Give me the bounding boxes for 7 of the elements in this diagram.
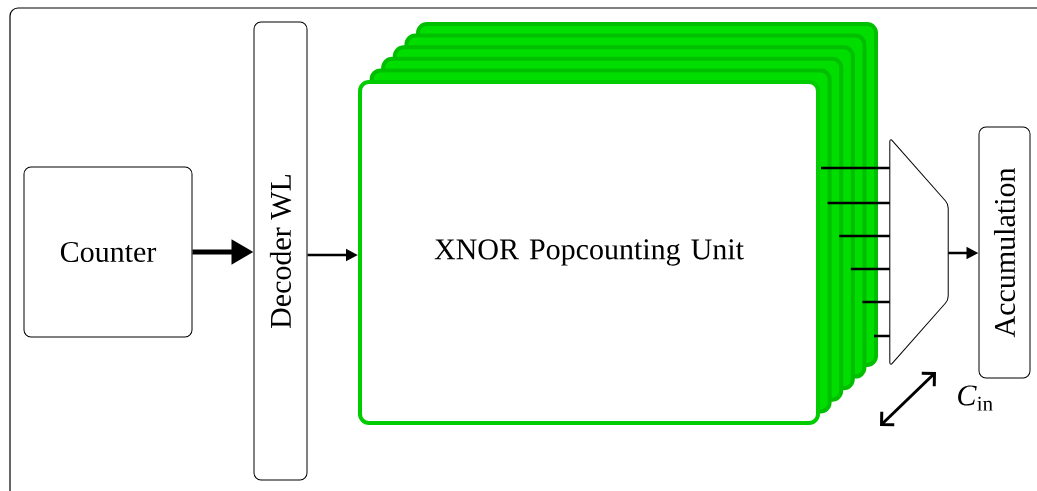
dimension-label: C$_{in}$	[958, 385, 993, 411]
multiplexer-trapezoid	[889, 139, 949, 365]
rotated-box: Decoder WL	[253, 21, 308, 481]
bus-line	[862, 300, 890, 304]
rotated-box: Accumulation	[978, 126, 1031, 379]
process-box: Counter	[23, 166, 193, 338]
bus-line	[874, 334, 890, 338]
